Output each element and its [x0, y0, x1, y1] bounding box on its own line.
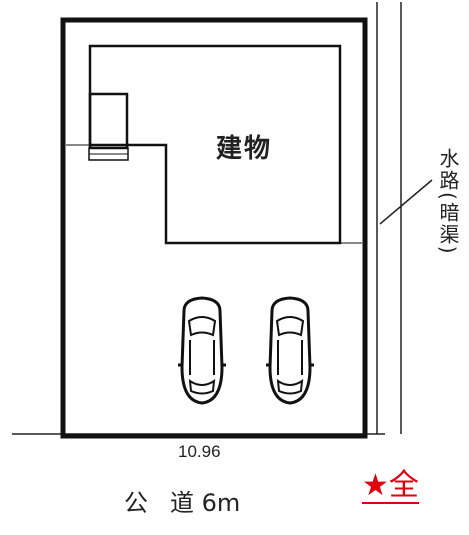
promo-banner[interactable]: ★全 — [362, 470, 419, 504]
car-icon — [266, 296, 314, 405]
promo-text: 全 — [388, 468, 419, 503]
road-label-suffix: 道 6m — [170, 489, 241, 517]
star-icon: ★ — [362, 468, 389, 503]
lot-boundary — [60, 17, 368, 439]
lot-width-label: 10.96 — [178, 442, 221, 461]
road-label-prefix: 公 — [124, 489, 148, 517]
road-label: 公道 6m — [124, 483, 240, 518]
entrance-porch — [88, 92, 129, 150]
waterway-leader-line — [379, 179, 433, 225]
car-icon — [178, 296, 226, 405]
waterway-label: 水路(暗渠) — [436, 148, 460, 256]
building-label: 建物 — [216, 134, 273, 164]
